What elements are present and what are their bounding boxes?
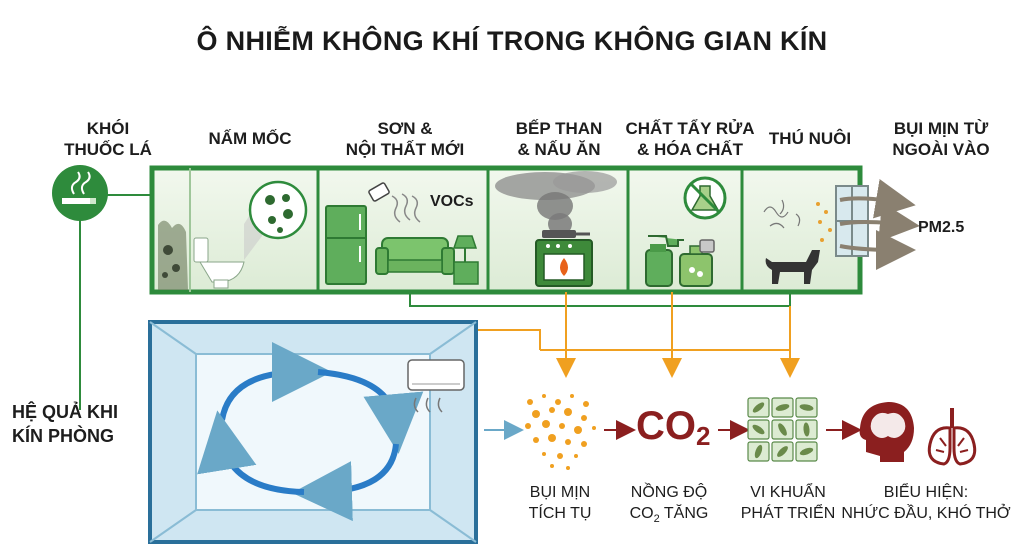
label-outdoor: BỤI MỊN TỪ NGOÀI VÀO (876, 118, 1006, 160)
pm25-tag: PM2.5 (918, 219, 964, 236)
label-mold: NẤM MỐC (208, 129, 292, 148)
consequence-label: HỆ QUẢ KHI KÍN PHÒNG (12, 400, 152, 448)
head-icon (859, 402, 914, 462)
co2-symbol-sub: 2 (696, 421, 711, 451)
consequence-line1: HỆ QUẢ KHI (12, 402, 119, 422)
effect-co2-line2-a: CO (629, 505, 654, 522)
effect-symptoms-line2: NHỨC ĐẦU, KHÓ THỞ (841, 505, 1011, 522)
effect-co2-line2-sub: 2 (653, 513, 660, 526)
effect-bacteria-label: VI KHUẨN PHÁT TRIỂN (728, 482, 848, 524)
page-title: Ô NHIỄM KHÔNG KHÍ TRONG KHÔNG GIAN KÍN (196, 26, 828, 56)
spray-bottle-icon (645, 235, 684, 287)
effect-co2-line2-b: TĂNG (659, 505, 709, 522)
label-paint-line2: NỘI THẤT MỚI (345, 140, 465, 159)
consequence-line2: KÍN PHÒNG (12, 426, 115, 446)
label-cooking: BẾP THAN & NẤU ĂN (494, 118, 624, 160)
lungs-icon (927, 408, 977, 466)
label-paint: SƠN & NỘI THẤT MỚI (330, 118, 480, 160)
effect-co2-line1: NỒNG ĐỘ (630, 484, 708, 501)
label-smoke-line1: KHÓI (86, 119, 130, 138)
label-chemicals-line1: CHẤT TẨY RỬA (625, 119, 755, 138)
label-outdoor-line2: NGOÀI VÀO (892, 140, 990, 159)
label-chemicals: CHẤT TẨY RỬA & HÓA CHẤT (615, 118, 765, 160)
circulation-arrows-icon (197, 342, 424, 522)
effect-symptoms-line1: BIỂU HIỆN: (883, 484, 969, 501)
effect-symptoms-label: BIỂU HIỆN: NHỨC ĐẦU, KHÓ THỞ (836, 482, 1016, 524)
dust-particles-icon (525, 394, 596, 470)
label-smoke-line2: THUỐC LÁ (64, 140, 152, 159)
stove-icon (535, 230, 593, 287)
effect-bacteria-line1: VI KHUẨN (750, 484, 826, 501)
label-outdoor-line1: BỤI MỊN TỪ (893, 119, 989, 138)
effect-co2-line2: CO2 TĂNG (614, 503, 724, 530)
co2-symbol-text: CO (636, 404, 696, 448)
label-smoke: KHÓI THUỐC LÁ (48, 118, 168, 160)
mold-wall-icon (158, 220, 188, 290)
bacteria-grid-icon (747, 397, 818, 462)
airflow-dots (816, 202, 832, 242)
chemical-jug-icon (679, 239, 715, 287)
mold-spores-icon (248, 180, 308, 240)
label-paint-line1: SƠN & (377, 119, 433, 138)
lamp-icon (452, 235, 479, 285)
effect-dust-line1: BỤI MỊN (529, 484, 591, 501)
sofa-icon (375, 237, 455, 275)
pet-hair-icon (763, 199, 801, 229)
closed-room-box (148, 320, 478, 544)
label-cooking-line2: & NẤU ĂN (517, 140, 601, 159)
flask-no-icon (683, 176, 727, 220)
effect-bacteria-line2: PHÁT TRIỂN (740, 505, 836, 522)
smoke-cloud-icon (495, 171, 617, 235)
effect-co2-label: NỒNG ĐỘ CO2 TĂNG (614, 482, 724, 530)
effect-dust-label: BỤI MỊN TÍCH TỤ (505, 482, 615, 524)
toilet-icon (193, 237, 245, 289)
label-cooking-line1: BẾP THAN (515, 119, 603, 138)
cigarette-icon (52, 165, 152, 410)
source-connectors (409, 292, 800, 378)
fridge-icon (325, 205, 367, 285)
effect-dust-line2: TÍCH TỤ (528, 505, 592, 522)
vocs-tag: VOCs (430, 193, 474, 210)
spray-can-icon (368, 182, 421, 223)
airflow-arrows-icon (839, 178, 920, 270)
label-pets: THÚ NUÔI (768, 129, 852, 148)
label-chemicals-line2: & HÓA CHẤT (636, 140, 744, 159)
dog-icon (765, 250, 820, 284)
air-conditioner-icon (407, 359, 465, 413)
co2-symbol: CO2 (636, 404, 711, 451)
